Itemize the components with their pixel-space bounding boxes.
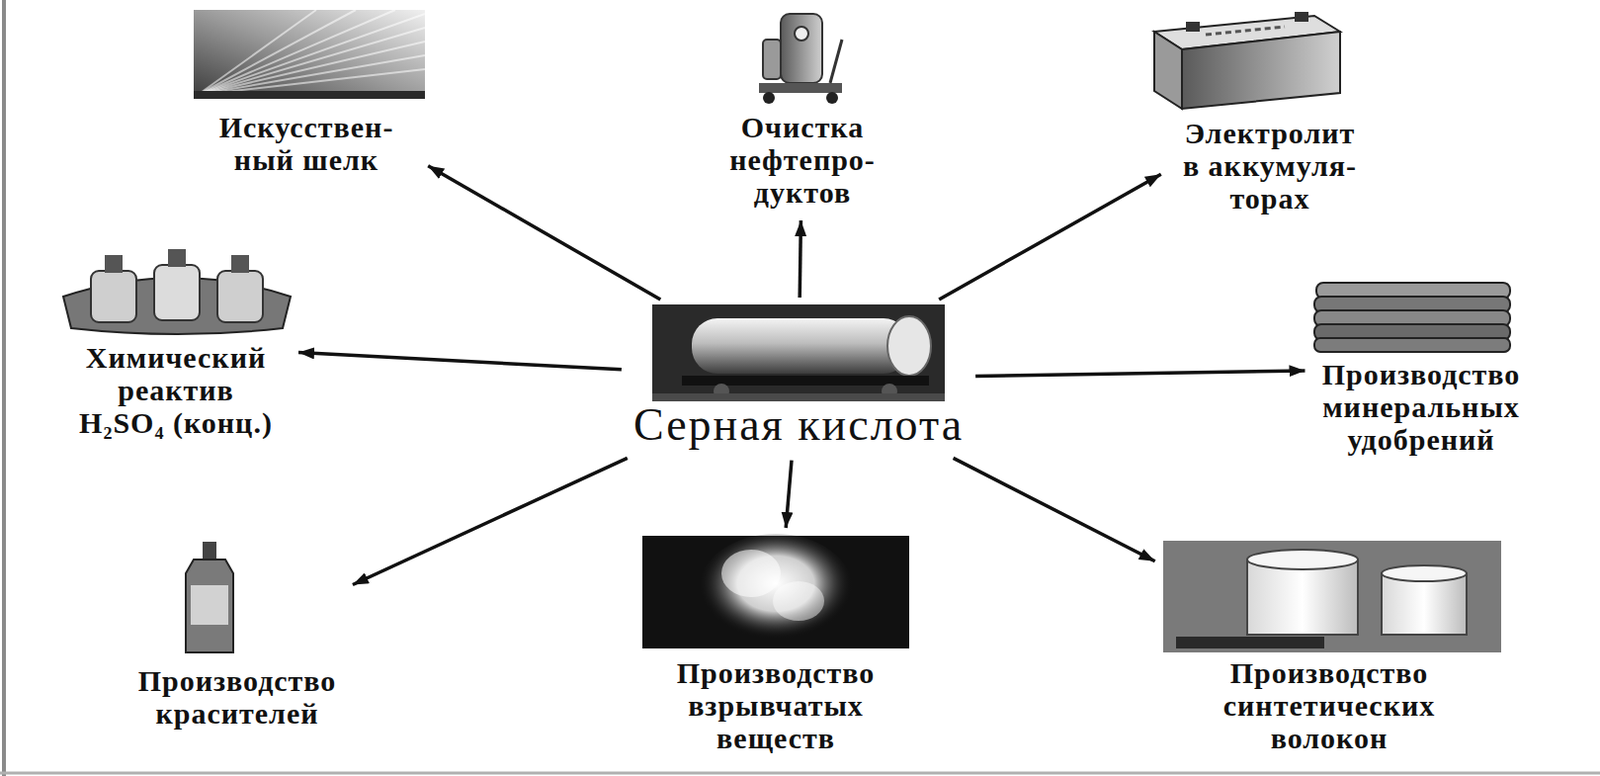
tank-car-picture — [652, 304, 945, 402]
use-label: Электролит в аккумуля- торах — [1182, 116, 1358, 215]
silk-thread — [197, 9, 396, 95]
tank-car-end — [887, 316, 931, 376]
silk-thread — [197, 55, 425, 95]
silk-thread — [197, 41, 425, 95]
explosion-cloud — [698, 533, 853, 645]
bottle — [154, 264, 200, 321]
explosion-puff — [721, 549, 781, 597]
dye-picture — [185, 541, 234, 653]
use-node: Производство минеральных удобрений — [1311, 275, 1532, 462]
silk-band — [193, 90, 425, 99]
bottles-picture — [63, 249, 291, 335]
use-label: Производство минеральных удобрений — [1319, 357, 1524, 456]
silk-picture — [193, 9, 425, 99]
use-node: Производство взрывчатых веществ — [642, 533, 910, 760]
explosion-picture — [642, 533, 910, 649]
bottle-cap — [231, 254, 250, 273]
use-label: Производство красителей — [135, 664, 340, 730]
arrow-connector — [953, 457, 1156, 561]
central-node: Серная кислота — [625, 301, 972, 457]
frame-line — [1, 0, 6, 776]
use-label: Производство синтетических волокон — [1222, 656, 1436, 755]
purifier-filter — [762, 39, 781, 80]
fertilizer-picture — [1314, 282, 1511, 352]
purifier-handle — [830, 39, 843, 84]
bottle — [217, 270, 263, 323]
fibre-container — [1247, 559, 1358, 635]
purifier-wheel — [762, 91, 775, 104]
use-node: Искусствен- ный шелк — [189, 9, 423, 182]
explosion-puff — [772, 581, 825, 621]
purifier-base — [758, 83, 843, 93]
arrow-connector — [298, 352, 622, 370]
use-node: Химический реактив H₂SO₄ (конц.) — [59, 247, 293, 445]
fibre-ground — [1163, 540, 1502, 653]
frame-line — [0, 771, 1600, 775]
fibre-band — [1176, 636, 1325, 649]
use-node: Производство синтетических волокон — [1160, 540, 1499, 760]
battery-terminal — [1185, 21, 1200, 32]
silk-thread — [197, 27, 425, 95]
use-node: Очистка нефтепро- дуктов — [717, 4, 888, 215]
silk-threads — [197, 9, 425, 95]
use-label: Производство взрывчатых веществ — [673, 656, 879, 755]
battery-side — [1181, 31, 1341, 109]
use-label: Искусствен- ный шелк — [211, 110, 402, 176]
arrow-connector — [799, 220, 801, 298]
battery-picture — [1154, 11, 1341, 109]
arrow-connector — [938, 173, 1162, 300]
silk-ground — [193, 9, 425, 99]
battery-caps — [1205, 26, 1285, 35]
fibre-picture — [1163, 540, 1502, 653]
bottle-cap — [168, 249, 186, 267]
fibre-lid — [1381, 565, 1467, 582]
battery-front — [1154, 31, 1182, 109]
dye-bottle — [185, 559, 234, 653]
use-label: Очистка нефтепро- дуктов — [725, 110, 880, 209]
central-label: Серная кислота — [633, 400, 964, 451]
fibre-lid — [1247, 549, 1358, 570]
dye-label — [190, 585, 229, 625]
use-node: Производство красителей — [127, 540, 348, 736]
arrow-connector — [427, 166, 661, 300]
battery-terminal — [1294, 11, 1309, 22]
purifier-wheel — [826, 91, 839, 104]
silk-thread — [197, 13, 425, 95]
purifier-picture — [758, 13, 843, 104]
purifier-tank — [780, 13, 823, 84]
purifier-gauge — [794, 26, 809, 41]
arrow-connector — [975, 370, 1305, 377]
silk-thread — [197, 9, 317, 95]
dye-cap — [202, 541, 217, 560]
bottle-cap — [104, 254, 123, 273]
arrow-connector — [352, 457, 628, 585]
silk-thread — [197, 9, 356, 95]
use-node: Электролит в аккумуля- торах — [1166, 4, 1374, 221]
tank-car-ground — [652, 304, 945, 402]
bottle — [90, 270, 137, 323]
arrow-connector — [785, 460, 792, 528]
use-label: Химический реактив H₂SO₄ (конц.) — [72, 340, 280, 439]
fertilizer-bag — [1314, 337, 1511, 352]
fibre-container — [1381, 573, 1467, 635]
tank-car-body — [691, 318, 910, 374]
